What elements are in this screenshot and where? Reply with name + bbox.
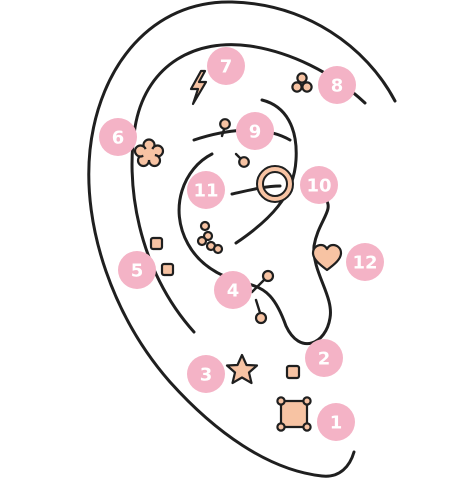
badge-8: 8	[318, 66, 356, 104]
helix-crus	[230, 184, 282, 196]
jewel-lightning-bolt-stud	[189, 69, 208, 106]
badge-number: 12	[352, 253, 377, 274]
badge-4: 4	[214, 271, 252, 309]
jewel-barbell	[250, 269, 275, 325]
jewelry	[133, 69, 343, 432]
badge-number: 6	[112, 128, 125, 149]
jewel-hoop-ring	[256, 165, 294, 203]
badge-circle	[317, 403, 355, 441]
badge-number: 7	[220, 57, 233, 78]
jewel-ball-barbell	[219, 118, 250, 168]
badge-2: 2	[305, 339, 343, 377]
jewel-small-square-stud	[285, 364, 301, 380]
badge-10: 10	[300, 166, 338, 204]
badge-number: 5	[131, 261, 144, 282]
badge-circle	[118, 251, 156, 289]
badge-1: 1	[317, 403, 355, 441]
antihelix-arc	[234, 98, 298, 245]
jewel-star-stud	[225, 353, 259, 385]
jewel-flower-stud	[133, 138, 165, 168]
badge-circle	[305, 339, 343, 377]
badge-9: 9	[236, 112, 274, 150]
badge-circle	[187, 171, 225, 209]
badge-number: 11	[193, 181, 218, 202]
badge-circle	[236, 112, 274, 150]
badge-circle	[99, 118, 137, 156]
badge-circle	[207, 47, 245, 85]
badge-circle	[187, 355, 225, 393]
badge-circle	[300, 166, 338, 204]
badge-12: 12	[346, 243, 384, 281]
badge-number: 9	[249, 122, 262, 143]
badge-number: 1	[330, 413, 343, 434]
jewel-double-square-studs	[149, 236, 175, 277]
badge-number: 2	[318, 349, 331, 370]
badge-circle	[214, 271, 252, 309]
outer-helix-rim	[87, 0, 397, 478]
badge-7: 7	[207, 47, 245, 85]
jewel-heart-stud	[311, 243, 343, 272]
badge-number: 10	[306, 176, 331, 197]
badge-5: 5	[118, 251, 156, 289]
badge-11: 11	[187, 171, 225, 209]
ear-outline	[87, 0, 397, 478]
badge-number: 8	[331, 76, 344, 97]
badge-circle	[346, 243, 384, 281]
badge-number: 3	[200, 365, 213, 386]
jewel-stud-cluster	[196, 220, 224, 255]
jewel-square-cluster-stud	[276, 396, 312, 432]
badge-3: 3	[187, 355, 225, 393]
badge-circle	[318, 66, 356, 104]
badge-number: 4	[227, 281, 240, 302]
jewel-trinity-ball-stud	[291, 72, 313, 93]
badge-6: 6	[99, 118, 137, 156]
inner-helix	[130, 43, 367, 334]
